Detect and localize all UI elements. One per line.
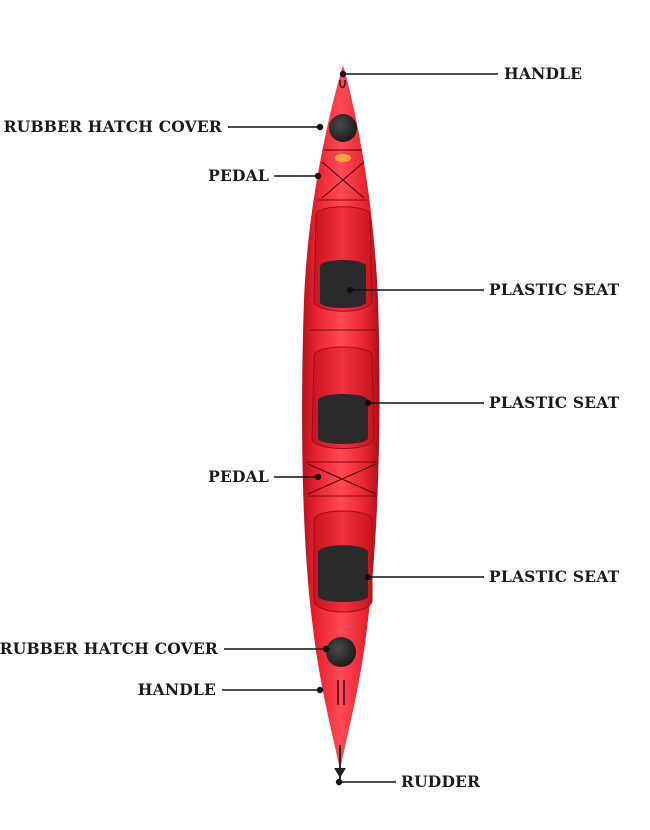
label-seat-rear: PLASTIC SEAT [489,567,620,586]
seat-icon [318,394,368,444]
label-handle-stern: HANDLE [138,680,216,699]
label-pedal-mid: PEDAL [208,467,269,486]
bungee-cords-mid [307,463,377,495]
handle-stern [337,680,345,705]
seat-icon [318,545,368,602]
leader-lines [222,70,498,786]
cockpit-front [313,206,373,312]
handle-bow [339,79,346,89]
label-pedal-bow: PEDAL [208,166,269,185]
hatch-cover-icon [326,637,356,667]
label-rudder: RUDDER [401,772,480,791]
hatch-cover-icon [329,114,357,142]
seat-icon [320,260,366,308]
cockpit-rear [313,510,373,613]
label-seat-front: PLASTIC SEAT [489,280,620,299]
cockpit-middle [311,346,375,449]
rudder [334,745,346,782]
label-handle-bow: HANDLE [504,64,582,83]
label-seat-middle: PLASTIC SEAT [489,393,620,412]
label-hatch-stern: RUBBER HATCH COVER [0,639,218,658]
bungee-cords-bow [321,149,365,199]
label-hatch-bow: RUBBER HATCH COVER [4,117,222,136]
brand-logo [335,154,351,162]
